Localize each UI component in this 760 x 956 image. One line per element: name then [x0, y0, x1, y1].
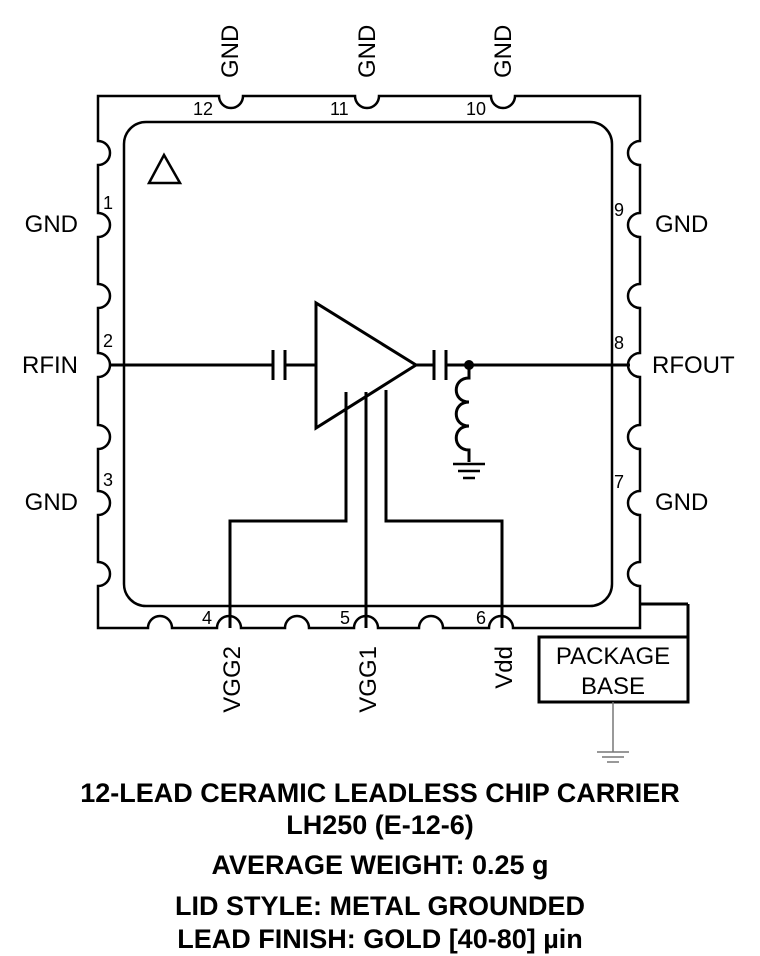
package-base-label-1: PACKAGE [556, 643, 670, 670]
caption-part-number: LH250 (E-12-6) [286, 810, 474, 840]
output-capacitor-icon [432, 350, 448, 380]
package-outline [96, 94, 642, 630]
vgg2-trace [228, 392, 348, 628]
pin-5-name: VGG1 [355, 646, 382, 713]
caption-lead-finish: LEAD FINISH: GOLD [40-80] µin [177, 924, 583, 954]
ground-icon [453, 462, 485, 480]
pin-5-number: 5 [340, 608, 350, 628]
inductor-icon [454, 365, 471, 462]
pin-6-number: 6 [476, 608, 486, 628]
pin-2-number: 2 [103, 331, 113, 351]
pin-3-number: 3 [103, 470, 113, 490]
caption-weight: AVERAGE WEIGHT: 0.25 g [211, 850, 549, 880]
caption-package-type: 12-LEAD CERAMIC LEADLESS CHIP CARRIER [80, 778, 680, 808]
pin-1-name: GND [25, 211, 78, 238]
pin-11-name: GND [354, 25, 381, 78]
pin-1-number: 1 [103, 193, 113, 213]
pin-12-number: 12 [193, 99, 213, 119]
pin-9-name: GND [655, 211, 708, 238]
pin-10-number: 10 [466, 99, 486, 119]
package-base-label-2: BASE [581, 673, 645, 700]
pinout-diagram: PACKAGE BASE GND GND GND 12 11 10 1 GND … [22, 25, 735, 763]
pin-8-number: 8 [614, 333, 624, 353]
pin-7-name: GND [655, 489, 708, 516]
pin-11-number: 11 [330, 99, 349, 119]
pin-2-name: RFIN [22, 352, 78, 379]
pin-10-name: GND [490, 25, 517, 78]
pin-7-number: 7 [614, 472, 624, 492]
pin-9-number: 9 [614, 200, 624, 220]
input-capacitor-icon [271, 350, 287, 380]
pin-3-name: GND [25, 489, 78, 516]
esd-triangle-icon [146, 152, 183, 185]
pin-8-name: RFOUT [652, 352, 735, 379]
pin-4-number: 4 [202, 608, 212, 628]
package-ground-icon [597, 751, 629, 763]
pin-6-name: Vdd [491, 646, 518, 689]
pin-12-name: GND [217, 25, 244, 78]
pin-4-name: VGG2 [219, 646, 246, 713]
caption-lid-style: LID STYLE: METAL GROUNDED [175, 891, 585, 921]
vdd-trace [384, 390, 504, 628]
